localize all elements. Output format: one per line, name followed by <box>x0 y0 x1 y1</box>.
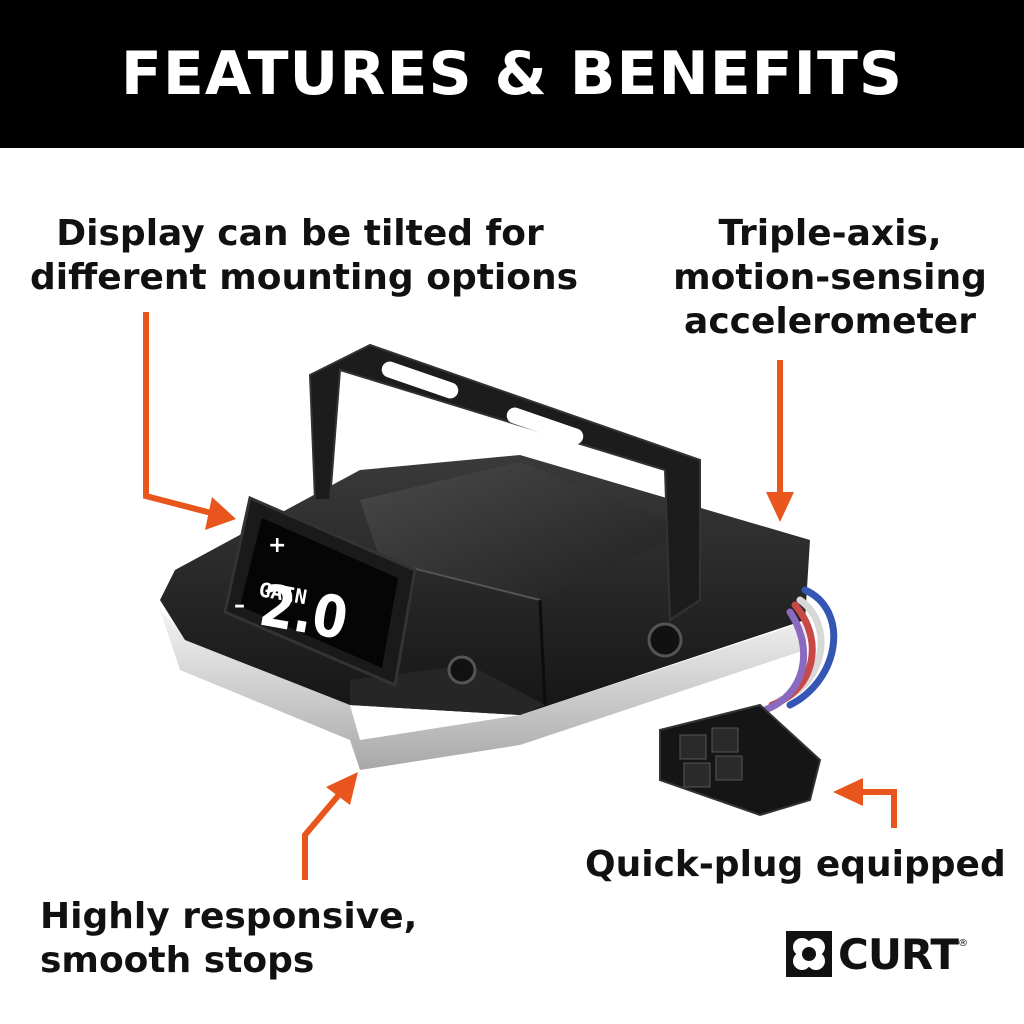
callout-line: Quick-plug equipped <box>585 844 1006 885</box>
callout-line: Highly responsive, <box>40 896 418 937</box>
callout-responsive: Highly responsive, smooth stops <box>40 895 418 983</box>
arrow-display-tilt <box>143 312 236 530</box>
quick-plug-connector <box>659 703 822 817</box>
registered-mark: ® <box>958 938 969 949</box>
wire-harness <box>761 586 838 714</box>
display-minus: – <box>234 593 245 618</box>
arrow-responsive <box>302 772 358 880</box>
brand-name: CURT <box>838 929 959 979</box>
callout-line: accelerometer <box>684 301 976 342</box>
callout-line: Triple-axis, <box>718 213 942 254</box>
header-banner: FEATURES & BENEFITS <box>0 0 1024 148</box>
callout-display-tilt: Display can be tilted for different moun… <box>30 212 579 300</box>
curt-emblem-icon <box>786 931 832 977</box>
callout-quick-plug: Quick-plug equipped <box>585 843 1006 887</box>
tilted-display-module: + – GAIN 2.0 <box>223 495 417 688</box>
base-plate <box>160 610 810 770</box>
display-plus: + <box>268 533 286 558</box>
callout-accelerometer: Triple-axis, motion-sensing acceleromete… <box>660 212 1000 344</box>
page-title: FEATURES & BENEFITS <box>120 39 904 109</box>
callout-line: smooth stops <box>40 940 315 981</box>
display-gain-value: 2.0 <box>255 571 353 653</box>
callout-line: Display can be tilted for <box>56 213 544 254</box>
brand-logo: CURT ® <box>786 929 969 979</box>
callout-line: different mounting options <box>30 257 579 298</box>
mounting-bracket <box>308 343 701 658</box>
arrow-accelerometer <box>766 360 794 522</box>
arrow-quick-plug <box>833 778 897 828</box>
callout-line: motion-sensing <box>673 257 987 298</box>
